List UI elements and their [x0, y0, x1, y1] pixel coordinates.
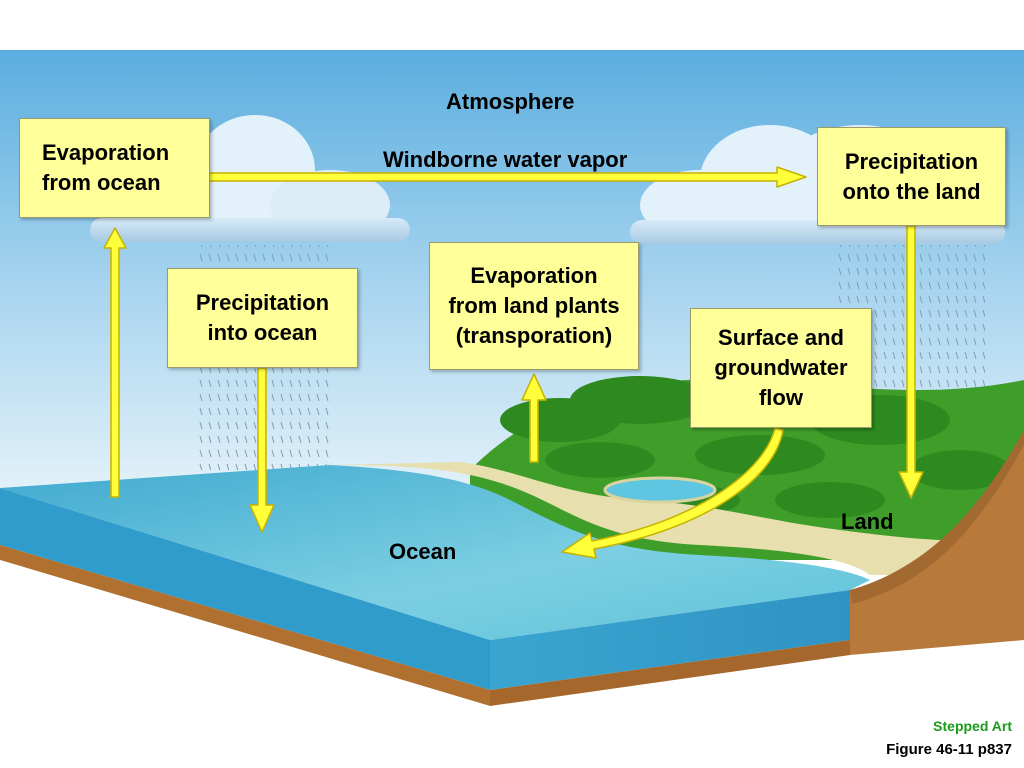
arrow-surface-flow: [561, 427, 784, 559]
soil-cliff: [850, 430, 1024, 655]
soil-bottom: [490, 640, 850, 706]
soil-left: [0, 545, 490, 706]
arrow-precipitation-land: [898, 225, 924, 499]
land-label: Land: [841, 509, 894, 534]
ocean-front-right: [490, 590, 850, 690]
arrow-evaporation-plants: [521, 373, 547, 463]
precipitation-land-box: Precipitation onto the land: [817, 127, 1006, 226]
precipitation-ocean-text: Precipitation into ocean: [195, 290, 330, 345]
stepped-art-label: Stepped Art: [933, 718, 1012, 734]
surface-flow-text: Surface and groundwater flow: [714, 325, 848, 410]
atmosphere-label: Atmosphere: [446, 89, 575, 114]
arrow-windborne-vapor: [202, 166, 807, 188]
ocean-label: Ocean: [389, 539, 457, 564]
evaporation-ocean-box: Evaporation from ocean: [19, 118, 210, 218]
evaporation-ocean-text: Evaporation from ocean: [42, 140, 170, 195]
arrow-precipitation-ocean: [249, 367, 275, 533]
arrow-evaporation-ocean: [103, 227, 127, 498]
figure-caption: Figure 46-11 p837: [886, 741, 1012, 758]
lake: [603, 476, 717, 504]
ocean-surface: [0, 465, 870, 640]
surface-flow-box: Surface and groundwater flow: [690, 308, 872, 428]
evaporation-plants-text: Evaporation from land plants (transporat…: [448, 263, 620, 348]
ocean-front-left: [0, 488, 490, 690]
evaporation-plants-box: Evaporation from land plants (transporat…: [429, 242, 639, 370]
precipitation-ocean-box: Precipitation into ocean: [167, 268, 358, 368]
precipitation-land-text: Precipitation onto the land: [842, 148, 981, 204]
windborne-vapor-label: Windborne water vapor: [383, 147, 628, 172]
